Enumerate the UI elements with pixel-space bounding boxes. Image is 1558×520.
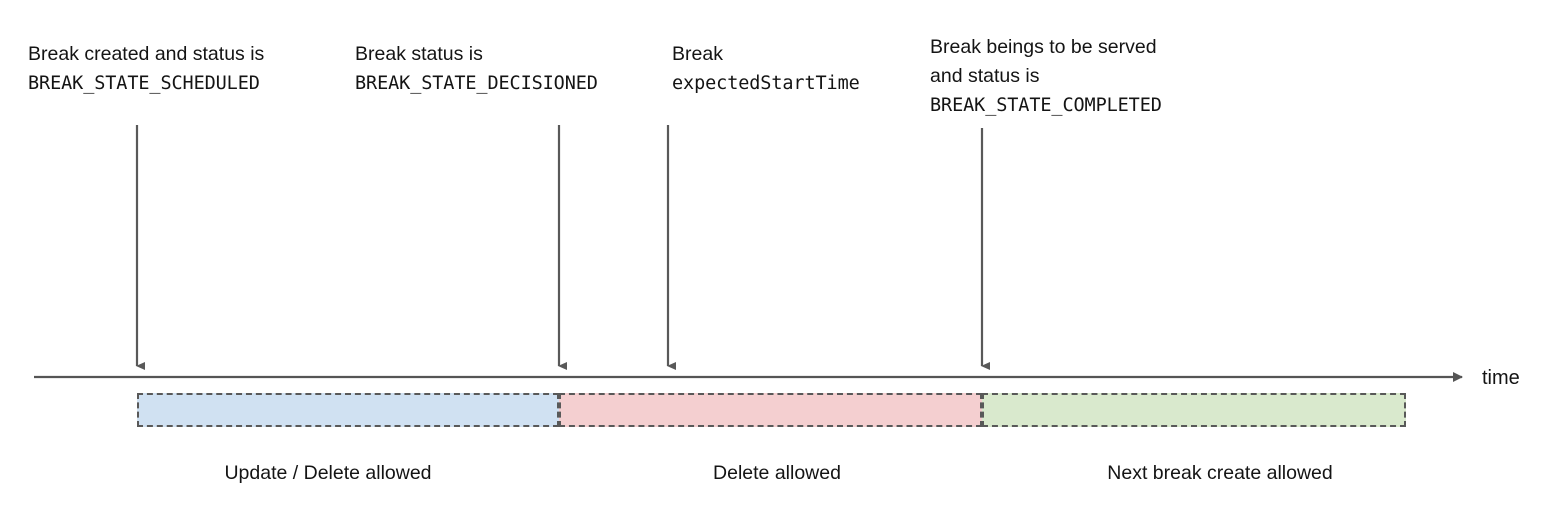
event-label-line: Break created and status is [28,43,265,65]
event-label-line: BREAK_STATE_COMPLETED [930,95,1162,116]
event-label-line: BREAK_STATE_DECISIONED [355,73,598,94]
event-label-expected-start-time: Break expectedStartTime [672,40,860,98]
phase-bar-next-break-create [982,393,1406,427]
event-label-line: Break [672,43,723,65]
phase-bar-update-delete [137,393,559,427]
event-label-completed: Break beings to be served and status is … [930,33,1162,120]
phase-bar-delete-only [559,393,982,427]
event-label-line: expectedStartTime [672,73,860,94]
phase-caption-next-break-create: Next break create allowed [1107,462,1333,484]
phase-caption-delete-only: Delete allowed [713,462,841,484]
event-label-line: and status is [930,65,1040,87]
event-label-scheduled: Break created and status is BREAK_STATE_… [28,40,264,98]
event-label-line: Break beings to be served [930,36,1157,58]
event-label-line: Break status is [355,43,483,65]
event-label-decisioned: Break status is BREAK_STATE_DECISIONED [355,40,598,98]
time-axis-label: time [1482,367,1520,389]
event-label-line: BREAK_STATE_SCHEDULED [28,73,260,94]
phase-caption-update-delete: Update / Delete allowed [224,462,432,484]
